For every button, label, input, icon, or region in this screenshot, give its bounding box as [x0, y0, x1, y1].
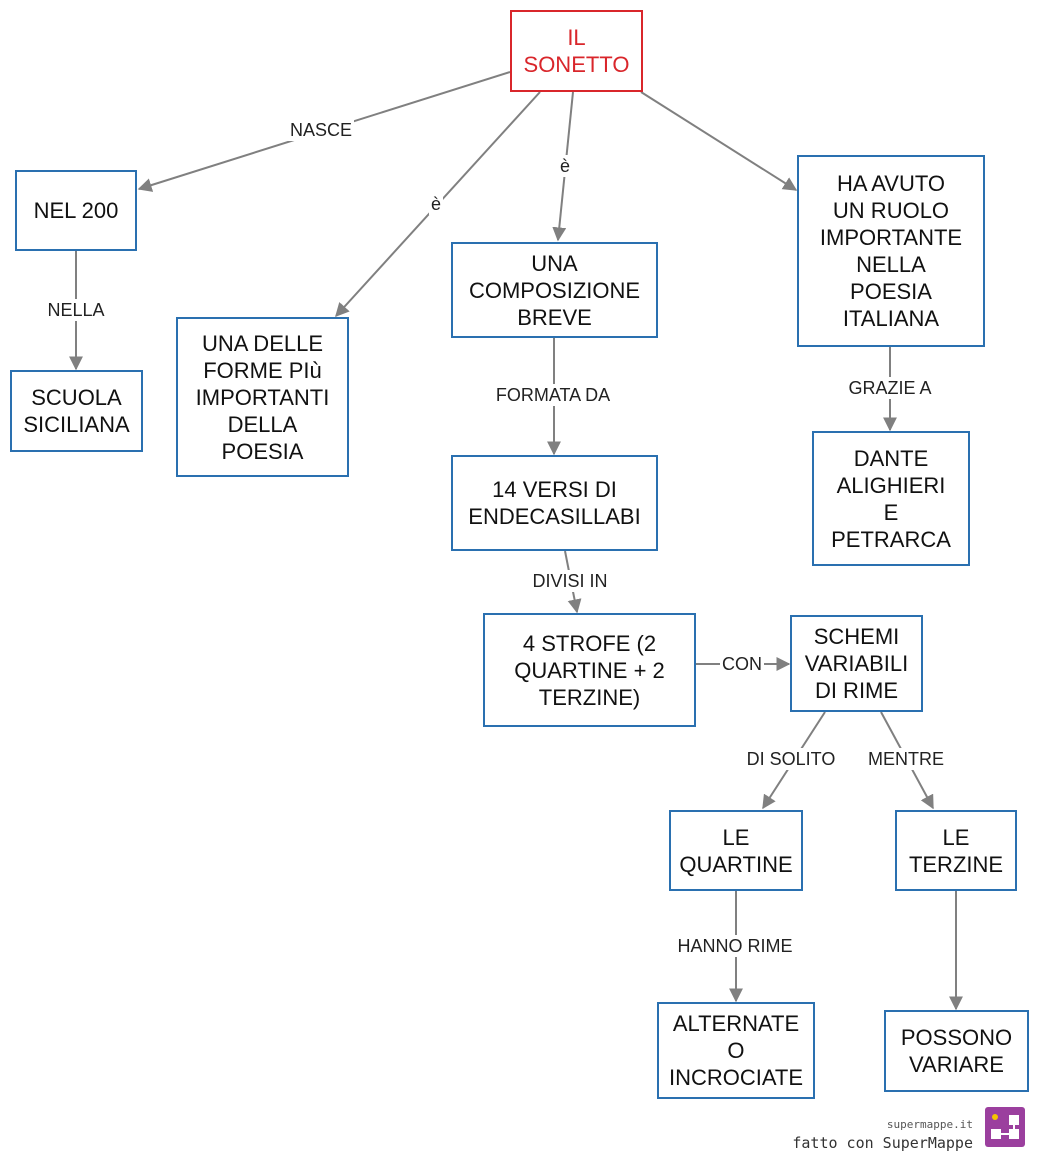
- node-scuola-siciliana[interactable]: SCUOLA SICILIANA: [10, 370, 143, 452]
- node-una-composizione[interactable]: UNA COMPOSIZIONE BREVE: [451, 242, 658, 338]
- edge-label-con: CON: [720, 653, 764, 675]
- edge-label-mentre: MENTRE: [866, 748, 946, 770]
- node-alternate[interactable]: ALTERNATE O INCROCIATE: [657, 1002, 815, 1099]
- edge-label-grazie-a: GRAZIE A: [846, 377, 934, 399]
- brand-made-with: fatto con SuperMappe: [792, 1134, 973, 1152]
- node-4-strofe[interactable]: 4 STROFE (2 QUARTINE + 2 TERZINE): [483, 613, 696, 727]
- node-ha-avuto[interactable]: HA AVUTO UN RUOLO IMPORTANTE NELLA POESI…: [797, 155, 985, 347]
- node-le-terzine[interactable]: LE TERZINE: [895, 810, 1017, 891]
- edge-label-e-forme: è: [428, 193, 444, 215]
- node-le-quartine[interactable]: LE QUARTINE: [669, 810, 803, 891]
- node-schemi-variabili[interactable]: SCHEMI VARIABILI DI RIME: [790, 615, 923, 712]
- edge-sonetto-haavuto: [640, 91, 798, 191]
- node-una-delle-forme[interactable]: UNA DELLE FORME PIù IMPORTANTI DELLA POE…: [176, 317, 349, 477]
- node-dante[interactable]: DANTE ALIGHIERI E PETRARCA: [812, 431, 970, 566]
- node-nel-200[interactable]: NEL 200: [15, 170, 137, 251]
- brand-site: supermappe.it: [886, 1118, 973, 1131]
- node-il-sonetto[interactable]: IL SONETTO: [510, 10, 643, 92]
- edge-label-divisi-in: DIVISI IN: [530, 570, 610, 592]
- edge-label-nella: NELLA: [45, 299, 107, 321]
- edge-label-nasce: NASCE: [287, 119, 355, 141]
- edge-label-di-solito: DI SOLITO: [744, 748, 838, 770]
- edge-label-e-composizione: è: [557, 155, 573, 177]
- edge-label-hanno-rime: HANNO RIME: [675, 935, 795, 957]
- supermappe-logo-icon: [985, 1107, 1025, 1147]
- node-14-versi[interactable]: 14 VERSI DI ENDECASILLABI: [451, 455, 658, 551]
- edge-label-formata-da: FORMATA DA: [493, 384, 613, 406]
- node-possono-variare[interactable]: POSSONO VARIARE: [884, 1010, 1029, 1092]
